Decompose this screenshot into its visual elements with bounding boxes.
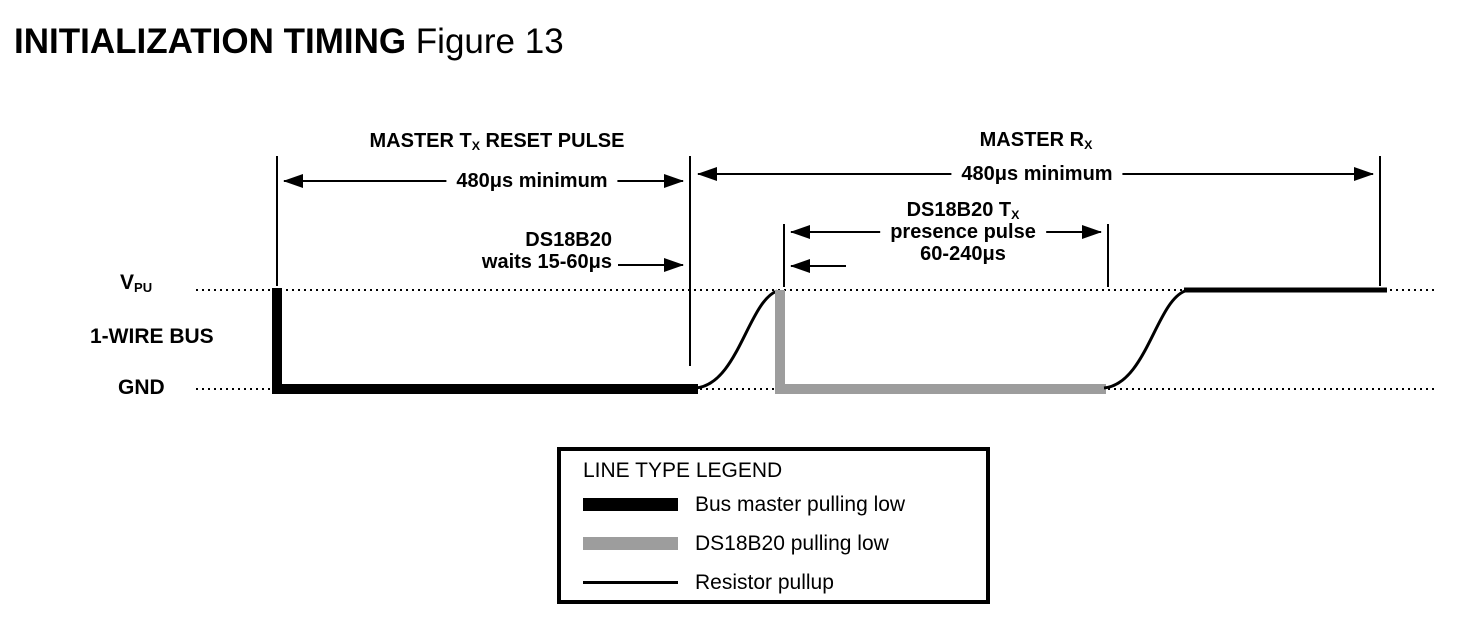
annotation-text: DS18B20 T	[906, 199, 1012, 221]
figure-number-label: Figure 13	[406, 22, 564, 61]
pullup-rise-after-reset	[695, 289, 778, 390]
axis-label-bus: 1-WIRE BUS	[90, 325, 214, 348]
subscript-x: X	[1011, 207, 1020, 222]
annotation-text: RESET PULSE	[480, 130, 625, 152]
legend-item-label: Bus master pulling low	[695, 492, 906, 516]
legend-title: LINE TYPE LEGEND	[583, 459, 783, 482]
page-title: INITIALIZATION TIMING Figure 13	[14, 22, 564, 62]
title-main: INITIALIZATION TIMING	[14, 22, 407, 61]
annotation-presence-duration: 60-240μs	[920, 243, 1006, 265]
axis-label-vpu: VPU	[120, 271, 152, 297]
thin-black-line-sample	[583, 581, 678, 584]
subscript-x: X	[1084, 137, 1093, 152]
axis-label-text: V	[120, 271, 135, 294]
subscript-x: X	[471, 138, 480, 153]
legend-item-ds18b20: DS18B20 pulling low	[583, 524, 986, 563]
legend-item-bus-master: Bus master pulling low	[583, 485, 986, 524]
annotation-text: MASTER T	[369, 130, 472, 152]
presence-pulse-low-line	[775, 290, 1106, 394]
axis-label-gnd: GND	[118, 376, 165, 399]
legend-item-resistor-pullup: Resistor pullup	[583, 563, 986, 600]
thick-gray-line-sample	[583, 537, 678, 550]
subscript-pu: PU	[134, 279, 153, 295]
legend-item-label: Resistor pullup	[695, 570, 834, 594]
annotation-tx-duration: 480μs minimum	[446, 169, 618, 193]
annotation-rx-duration: 480μs minimum	[951, 162, 1123, 186]
annotation-master-rx: MASTER RX	[980, 128, 1093, 154]
line-type-legend: LINE TYPE LEGEND Bus master pulling low …	[557, 447, 990, 604]
annotation-presence-pulse: presence pulse	[880, 220, 1046, 244]
annotation-master-tx-reset: MASTER TX RESET PULSE	[370, 129, 625, 155]
annotation-waits-line1: DS18B20	[525, 229, 612, 251]
annotation-text: MASTER R	[979, 129, 1085, 151]
thick-black-line-sample	[583, 498, 678, 511]
master-reset-pulse-low-line	[272, 288, 698, 394]
annotation-presence-title: DS18B20 TX	[907, 198, 1020, 224]
annotation-waits-line2: waits 15-60μs	[481, 251, 612, 273]
legend-item-label: DS18B20 pulling low	[695, 531, 889, 555]
pullup-rise-after-presence	[1103, 289, 1186, 390]
